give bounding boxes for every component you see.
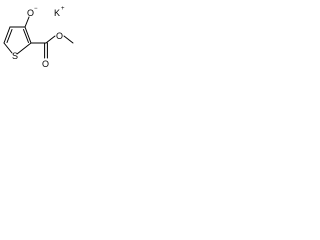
bond-carbonyl-c-ester-o (45, 35, 56, 44)
atom-labels: S O − K + O O (12, 6, 65, 69)
oxygen-anion-charge: − (34, 6, 38, 12)
bond-c2-c3 (24, 26, 32, 44)
molecule-structure: S O − K + O O (3, 6, 74, 69)
carbonyl-oxygen-label: O (42, 59, 49, 69)
sulfur-label: S (12, 51, 18, 61)
bond-c2-c3-double (23, 29, 29, 43)
potassium-charge: + (61, 6, 65, 12)
ester-oxygen-label: O (56, 31, 63, 41)
bond-c4-c5 (3, 26, 11, 44)
substituents (24, 16, 74, 59)
bond-s-c2 (16, 42, 32, 55)
bond-c4-c5-double (6, 29, 13, 43)
thiophene-ring (3, 26, 32, 55)
bond-c5-s (3, 42, 13, 54)
potassium-label: K (54, 8, 60, 18)
bond-c3-o-anion (24, 16, 30, 28)
bond-ester-o-methyl (63, 35, 74, 44)
oxygen-anion-label: O (27, 8, 34, 18)
